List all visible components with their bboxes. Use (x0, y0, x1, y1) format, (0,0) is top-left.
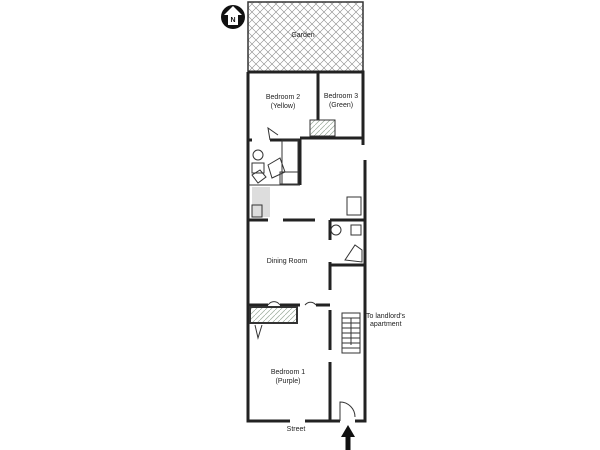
stairs (341, 312, 361, 354)
bedroom2-label: Bedroom 2 (266, 94, 300, 101)
bedroom3-color: (Green) (329, 102, 353, 109)
bedroom1-color: (Purple) (276, 378, 301, 385)
entrance-arrow-icon (341, 425, 355, 450)
garden-area (247, 1, 364, 73)
doors (254, 126, 356, 421)
bathroom-fixtures (251, 149, 363, 263)
svg-text:N: N (230, 17, 235, 24)
landlord-note-line1: To landlord's (366, 313, 406, 320)
street-label: Street (287, 426, 306, 433)
bedroom2-color: (Yellow) (271, 103, 296, 110)
garden-label: Garden (291, 32, 314, 39)
dining-room-label: Dining Room (267, 258, 308, 265)
walls (246, 70, 367, 423)
north-compass-icon: N (221, 5, 245, 29)
bedroom1-label: Bedroom 1 (271, 369, 305, 376)
bedroom3-label: Bedroom 3 (324, 93, 358, 100)
landlord-note-line2: apartment (370, 321, 402, 328)
